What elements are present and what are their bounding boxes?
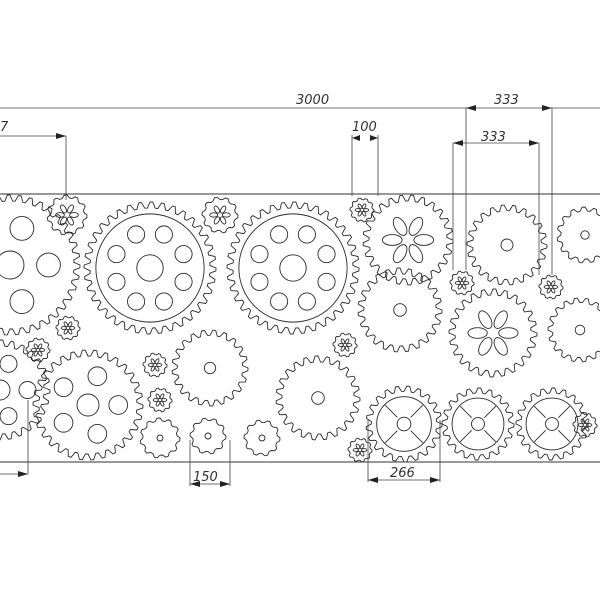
dimension-spacing-second: 333 xyxy=(481,130,506,145)
gear-icon xyxy=(32,349,144,461)
gear-icon xyxy=(572,412,598,438)
gear-icon xyxy=(347,437,373,463)
gear-icon xyxy=(441,387,515,461)
gear-icon xyxy=(147,387,173,413)
gear-icon xyxy=(449,270,475,296)
gear-icon xyxy=(142,352,168,378)
dimension-wheel-gear: 266 xyxy=(390,466,415,481)
gear-icon xyxy=(55,315,81,341)
gear-icon xyxy=(538,274,564,300)
gear-icon xyxy=(0,339,51,441)
dimension-left-partial: 7 xyxy=(0,120,9,135)
gear-icon xyxy=(365,385,443,463)
gear-icon xyxy=(349,197,375,223)
gear-icon xyxy=(466,204,548,286)
gear-icon xyxy=(201,196,239,234)
gear-icon xyxy=(275,355,361,441)
gear-icon xyxy=(448,288,538,378)
gear-panel xyxy=(0,194,600,463)
gear-icon xyxy=(171,329,249,407)
dimension-gap: 100 xyxy=(352,120,377,135)
dimension-spacing-top: 333 xyxy=(494,93,519,108)
dimension-small-gear: 150 xyxy=(193,470,218,485)
gear-icon xyxy=(46,194,88,236)
gear-icon xyxy=(243,419,281,457)
gear-icon xyxy=(547,297,600,363)
gear-icon xyxy=(332,332,358,358)
gear-icon xyxy=(139,417,181,459)
gear-icon xyxy=(0,194,81,336)
gear-icon xyxy=(83,201,217,335)
gear-icon xyxy=(556,206,600,264)
gear-icon xyxy=(357,267,443,353)
gear-icon xyxy=(189,417,227,455)
gear-icon xyxy=(515,387,589,461)
dimension-lines xyxy=(0,107,600,486)
dimension-arrows xyxy=(18,105,552,487)
panel-border xyxy=(0,193,600,463)
gear-icon xyxy=(362,194,454,286)
gear-icon xyxy=(25,337,51,363)
gear-icon xyxy=(226,201,360,335)
dimension-total-width: 3000 xyxy=(296,93,329,108)
